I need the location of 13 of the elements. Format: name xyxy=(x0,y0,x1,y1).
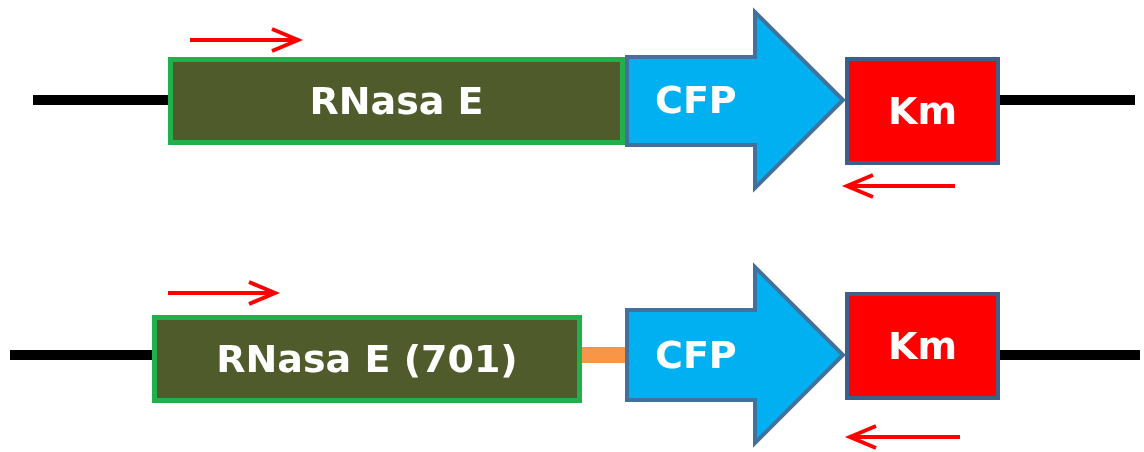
gene-label: Km xyxy=(887,324,957,368)
gene-symbol xyxy=(625,10,845,190)
gene-label: CFP xyxy=(655,333,737,377)
gene-box xyxy=(152,315,582,403)
gene-symbol xyxy=(625,265,845,445)
linker-bar xyxy=(582,347,625,363)
gene-label: CFP xyxy=(655,78,737,122)
gene-label: RNasa E (701) xyxy=(216,337,518,381)
gene-label: RNasa E xyxy=(309,79,484,123)
gene-box xyxy=(845,292,1000,400)
gene-box xyxy=(168,57,625,145)
gene-box xyxy=(845,57,1000,165)
gene-label: Km xyxy=(887,89,957,133)
